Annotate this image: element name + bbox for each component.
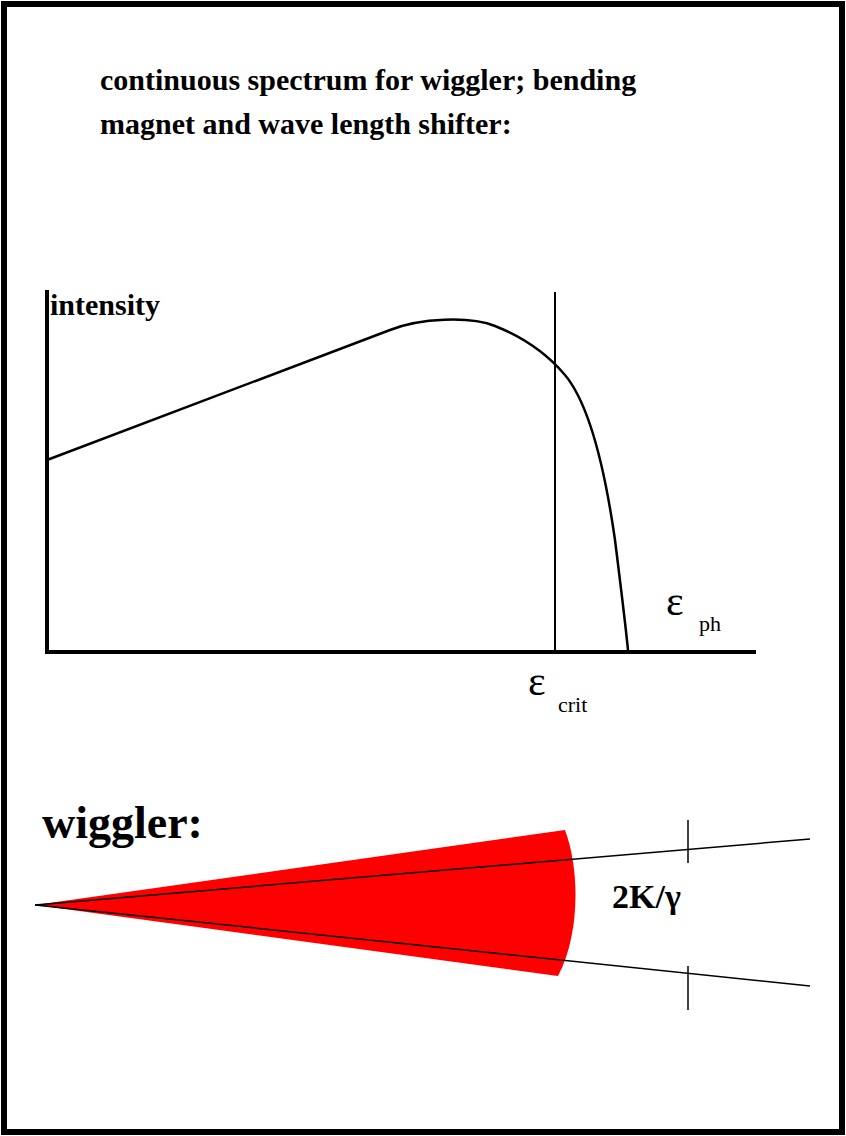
energy-symbol: ε bbox=[528, 658, 546, 704]
radiation-fan bbox=[35, 830, 575, 976]
angle-tick bbox=[687, 820, 689, 863]
axis-label: intensity bbox=[50, 288, 160, 321]
x-axis bbox=[45, 650, 756, 654]
heading: continuous spectrum for wiggler; bending… bbox=[100, 58, 700, 145]
fan-edge bbox=[35, 905, 810, 986]
section-label: wiggler: bbox=[42, 798, 203, 849]
y-axis bbox=[45, 290, 49, 653]
critical-energy-line bbox=[554, 292, 556, 652]
frame bbox=[4, 4, 842, 1132]
fan-edge bbox=[35, 839, 810, 905]
angle-tick bbox=[687, 966, 689, 1010]
spectrum-curve bbox=[47, 320, 628, 650]
angle-label: 2K/γ bbox=[612, 878, 681, 915]
energy-subscript: crit bbox=[558, 693, 587, 717]
axis-subscript: ph bbox=[699, 612, 721, 636]
axis-symbol: ε bbox=[666, 578, 684, 624]
